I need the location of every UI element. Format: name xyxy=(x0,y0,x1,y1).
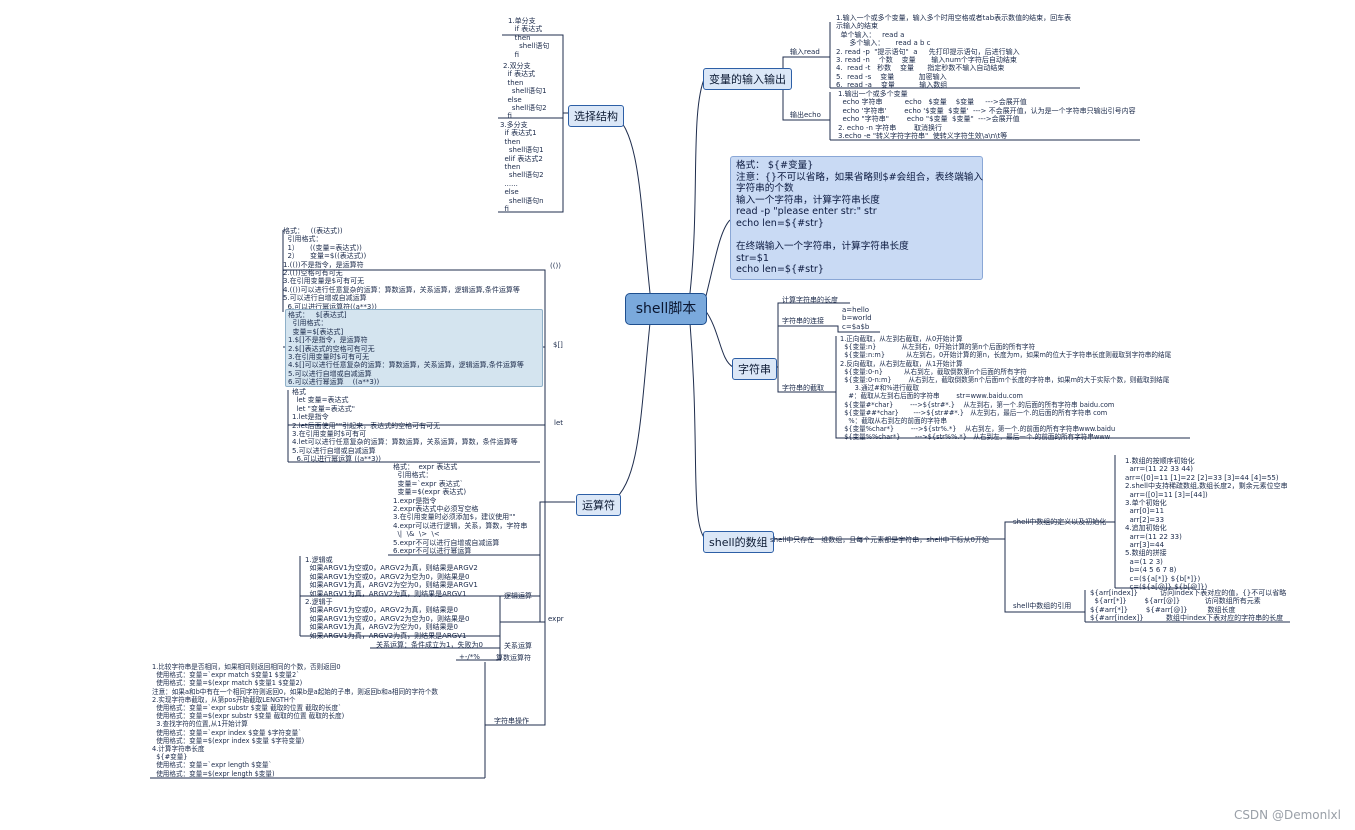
op-paren-label[interactable]: (()) xyxy=(550,262,561,270)
string-concat-note: a=hello b=world c=$a$b xyxy=(842,306,872,331)
op-arith-note: +-/*% xyxy=(459,653,480,661)
op-let-label[interactable]: let xyxy=(554,419,563,427)
array-intro: shell中只存在一维数组，且每个元素都是字符串，shell中下标从0开始 xyxy=(770,536,990,544)
array-define-label[interactable]: shell中数组的定义以及初始化 xyxy=(1013,518,1107,526)
watermark: CSDN @Demonlxl xyxy=(1233,808,1341,822)
root-topic[interactable]: shell脚本 xyxy=(625,293,707,325)
op-bracket-label[interactable]: $[] xyxy=(553,341,563,349)
topic-operator[interactable]: 运算符 xyxy=(576,494,621,516)
op-relation-label[interactable]: 关系运算 xyxy=(504,642,532,650)
string-cut-label[interactable]: 字符串的截取 xyxy=(782,384,824,392)
op-string-ops-note: 1.比较字符串是否相同，如果相同则返回相同的个数，否则返回0 使用格式：变量=`… xyxy=(152,663,439,778)
op-arith-label[interactable]: 算数运算符 xyxy=(496,654,531,662)
op-let-note: 格式 let 变量=表达式 let "变量=表达式" 1.let是指令 2.le… xyxy=(292,388,518,464)
array-reference-note: ${arr[index]} 访问index下表对应的值，{}不可以省略 ${ar… xyxy=(1090,589,1287,623)
topic-selection-structure[interactable]: 选择结构 xyxy=(568,105,624,127)
string-concat-label[interactable]: 字符串的连接 xyxy=(782,317,824,325)
op-expr-label[interactable]: expr xyxy=(548,615,564,623)
select-double-branch: 2.双分支 if 表达式 then shell语句1 else shell语句2… xyxy=(503,62,547,121)
io-input-label[interactable]: 输入read xyxy=(790,48,820,56)
select-multi-branch: 3.多分支 if 表达式1 then shell语句1 elif 表达式2 th… xyxy=(500,121,544,214)
topic-string[interactable]: 字符串 xyxy=(732,358,777,380)
op-bracket-highlight xyxy=(285,309,543,387)
select-single-branch: 1.单分支 if 表达式 then shell语句 fi xyxy=(508,17,550,59)
array-define-note: 1.数组的按顺序初始化 arr=(11 22 33 44) arr=([0]=1… xyxy=(1125,457,1288,592)
io-input-note: 1.输入一个或多个变量，输入多个时用空格或者tab表示数值的结束，回车表 示输入… xyxy=(836,14,1072,90)
op-relation-note: 关系运算：条件成立为1，失败为0 xyxy=(376,641,483,649)
array-reference-label[interactable]: shell中数组的引用 xyxy=(1013,602,1072,610)
op-string-ops-label[interactable]: 字符串操作 xyxy=(494,717,529,725)
op-bracket-note: 格式： $[表达式] 引用格式： 变量=$[表达式] 1.$[]不是指令，是运算… xyxy=(288,311,524,387)
topic-variable-io[interactable]: 变量的输入输出 xyxy=(703,68,792,90)
op-logic-note: 1.逻辑或 如果ARGV1为空或0，ARGV2为真，则结果是ARGV2 如果AR… xyxy=(305,556,478,640)
string-length-label[interactable]: 计算字符串的长度 xyxy=(782,296,838,304)
op-expr-note: 格式： expr 表达式 引用格式： 变量=`expr 表达式` 变量=$(ex… xyxy=(393,463,528,556)
io-output-label[interactable]: 输出echo xyxy=(790,111,821,119)
op-logic-label[interactable]: 逻辑运算 xyxy=(504,592,532,600)
io-output-note: 1.输出一个或多个变量 echo 字符串 echo $变量 $变量 --->会展… xyxy=(838,90,1136,141)
topic-shell-array[interactable]: shell的数组 xyxy=(703,531,774,553)
op-paren-note: 格式： ((表达式)) 引用格式： 1） ((变量=表达式)) 2） 变量=$(… xyxy=(283,227,520,311)
string-length-note: 格式： ${#变量} 注意：{}不可以省略，如果省略则$#会组合，表终端输入 字… xyxy=(730,156,983,280)
string-cut-note: 1.正向截取，从左到右截取，从0开始计算 ${变量:n} 从左到右，0开始计算的… xyxy=(840,335,1172,442)
